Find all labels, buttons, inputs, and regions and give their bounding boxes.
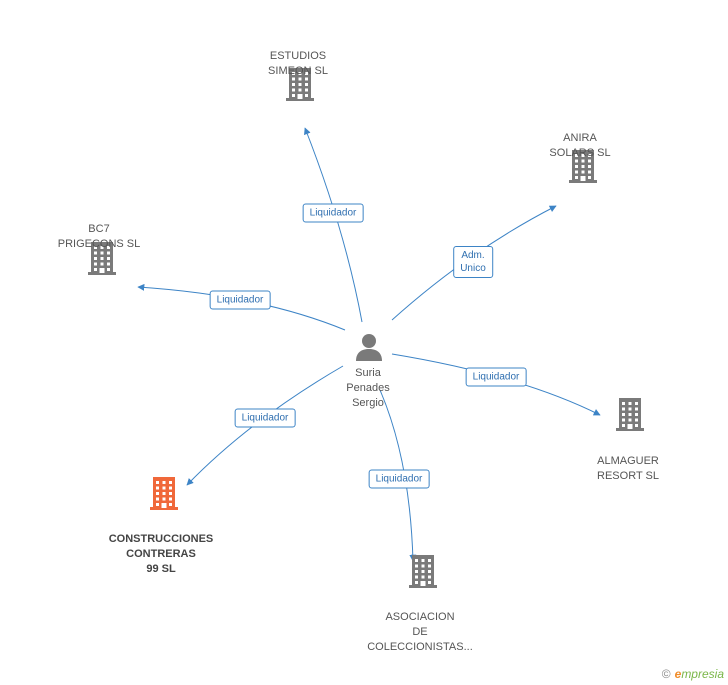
edge-role-text: Liquidador	[241, 412, 289, 424]
company-label-almaguer[interactable]: ALMAGUER RESORT SL	[597, 454, 659, 484]
company-name-line: ESTUDIOS	[269, 50, 327, 62]
company-name-line: CONSTRUCCIONES	[108, 533, 214, 545]
edge-role-text: Adm.	[461, 250, 485, 261]
edge-role-text: Liquidador	[309, 207, 357, 219]
center-person-name-line: Suria	[355, 367, 381, 379]
building-icon[interactable]	[285, 67, 315, 101]
company-name-line: SOLARS SL	[549, 147, 611, 159]
building-icon[interactable]	[615, 397, 645, 431]
footer-brand[interactable]: ©empresia	[662, 667, 724, 681]
brand-initial: e	[674, 667, 682, 681]
company-name-line: SIMEON SL	[268, 65, 328, 77]
company-label-anira[interactable]: ANIRA SOLARS SL	[549, 131, 610, 161]
person-icon[interactable]	[354, 333, 384, 363]
company-label-construcciones[interactable]: CONSTRUCCIONES CONTRERAS 99 SL	[109, 532, 214, 577]
brand-name: mpresia	[681, 667, 724, 681]
edge-role-text: Liquidador	[375, 473, 423, 485]
edge-label-estudios[interactable]: Liquidador	[302, 203, 364, 223]
edge-label-bc7[interactable]: Liquidador	[209, 290, 271, 310]
center-person-name-line: Sergio	[352, 397, 384, 409]
company-name-line: 99 SL	[146, 563, 176, 575]
highlighted-building-icon[interactable]	[149, 476, 179, 510]
edge-label-construcciones[interactable]: Liquidador	[234, 408, 296, 428]
company-name-line: ANIRA	[563, 132, 597, 144]
company-label-estudios[interactable]: ESTUDIOS SIMEON SL	[268, 49, 328, 79]
edge-role-text: Liquidador	[216, 294, 264, 306]
company-name-line: RESORT SL	[597, 470, 659, 482]
company-name-line: ALMAGUER	[597, 455, 659, 467]
company-name-line: COLECCIONISTAS...	[367, 641, 473, 653]
edge-label-anira[interactable]: Adm. Unico	[453, 246, 493, 278]
edge-label-asociacion[interactable]: Liquidador	[368, 469, 430, 489]
copyright-symbol: ©	[661, 667, 671, 681]
company-name-line: ASOCIACION	[385, 611, 455, 623]
edge-label-almaguer[interactable]: Liquidador	[465, 367, 527, 387]
center-person-name-line: Penades	[346, 382, 390, 394]
company-name-line: CONTRERAS	[126, 548, 196, 560]
edge-line-asociacion	[379, 389, 417, 562]
edge-role-text: Liquidador	[472, 371, 520, 383]
building-icon[interactable]	[568, 149, 598, 183]
building-icon[interactable]	[408, 554, 438, 588]
company-name-line: DE	[412, 626, 428, 638]
edge-line-estudios	[304, 127, 363, 323]
building-icon[interactable]	[87, 241, 117, 275]
company-label-asociacion[interactable]: ASOCIACION DE COLECCIONISTAS...	[367, 610, 473, 655]
edge-role-text: Unico	[460, 263, 486, 274]
company-name-line: PRIGECONS SL	[57, 238, 141, 250]
company-name-line: BC7	[88, 223, 110, 235]
